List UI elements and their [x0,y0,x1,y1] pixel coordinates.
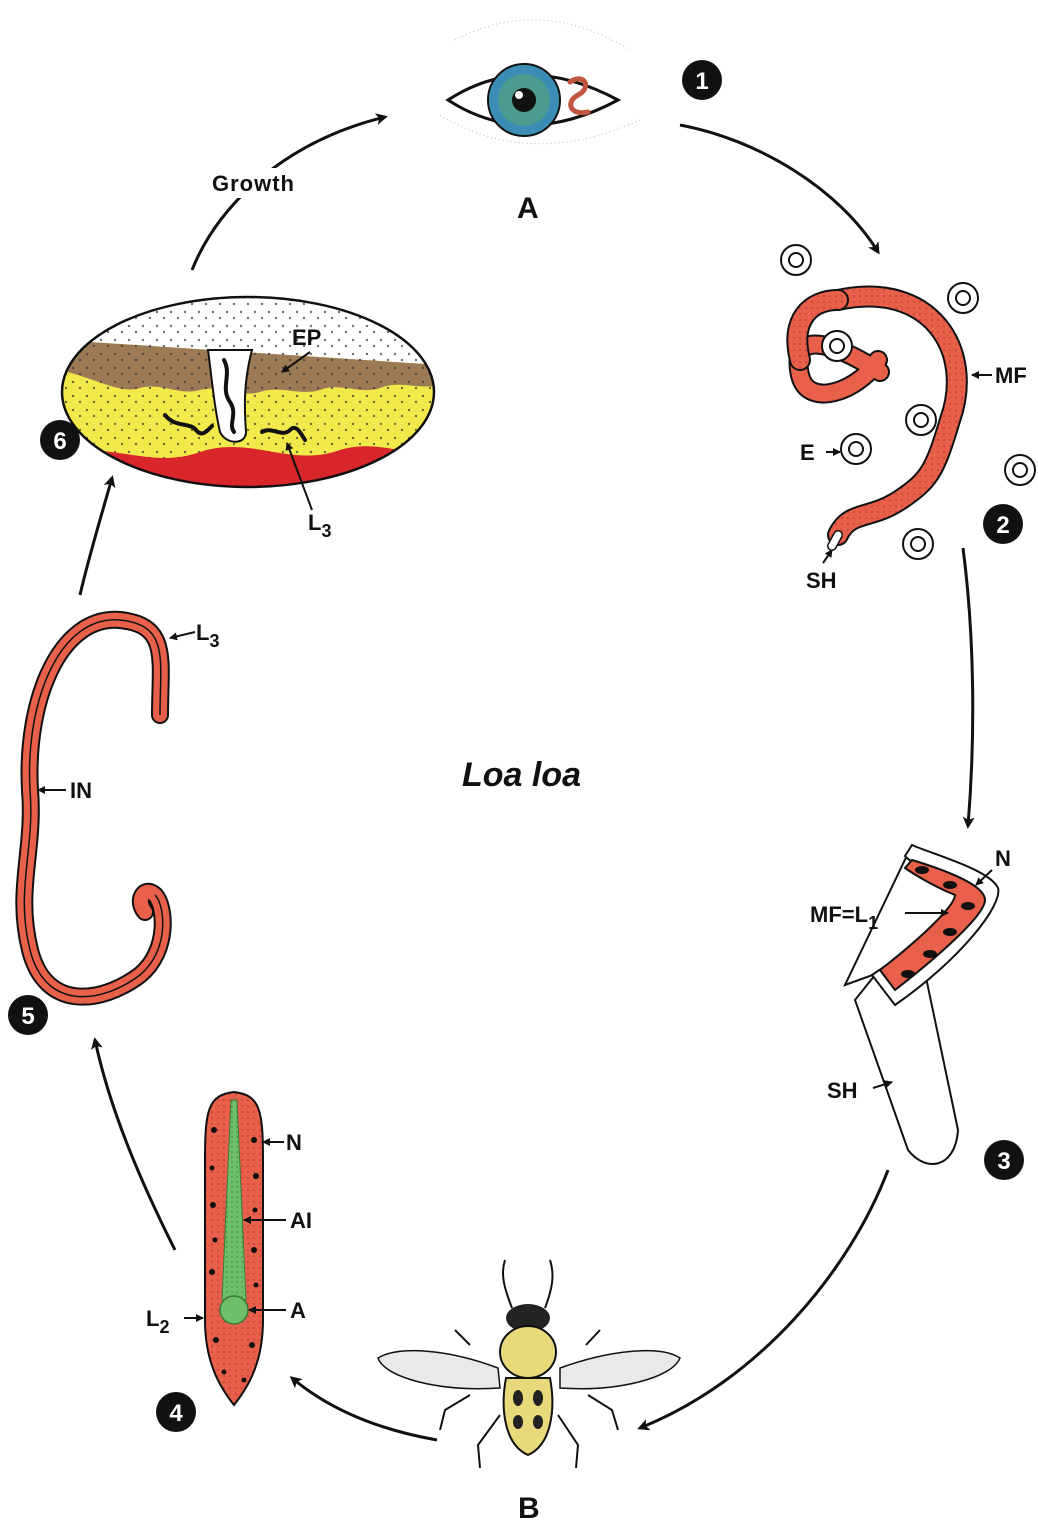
label-sh-3: SH [827,1078,858,1103]
human-eye-illustration [440,20,640,144]
step-badge-4: 4 [156,1392,196,1432]
step-badge-3: 3 [984,1140,1024,1180]
step-badge-2: 2 [983,504,1023,544]
label-sh-2: SH [806,568,837,593]
label-mf-l1: MF=L1 [810,902,878,933]
arrow-2-to-3 [963,548,973,826]
diagram-title: Loa loa [462,756,581,794]
label-l3-6: L3 [308,510,331,541]
label-e: E [800,440,815,465]
step-badge-1: 1 [682,60,722,100]
label-mf: MF [995,363,1027,388]
host-label-a: A [517,192,539,225]
skin-cross-section [60,295,440,500]
l2-larva [205,1092,263,1405]
svg-text:2: 2 [996,512,1009,539]
arrow-B-to-4 [292,1378,437,1440]
label-a: A [290,1298,306,1323]
arrow-4-to-5 [95,1040,175,1250]
growth-label: Growth [212,171,295,196]
arrow-1-to-2 [680,125,878,252]
label-ep: EP [292,325,321,350]
label-in: IN [70,778,92,803]
svg-text:1: 1 [695,68,708,95]
arrow-5-to-6 [80,478,112,595]
svg-text:3: 3 [997,1148,1010,1175]
svg-text:6: 6 [53,428,66,455]
host-label-b: B [518,1492,540,1522]
label-ai: AI [290,1208,312,1233]
label-n-4: N [286,1130,302,1155]
l3-larva [24,620,162,997]
label-n-3: N [995,846,1011,871]
label-l2: L2 [146,1306,169,1337]
svg-text:4: 4 [169,1400,183,1427]
label-l3-5: L3 [196,620,219,651]
step-badge-5: 5 [8,995,48,1035]
svg-text:5: 5 [21,1003,34,1030]
exsheathing-larva [845,845,998,1164]
arrow-3-to-B [640,1170,888,1428]
